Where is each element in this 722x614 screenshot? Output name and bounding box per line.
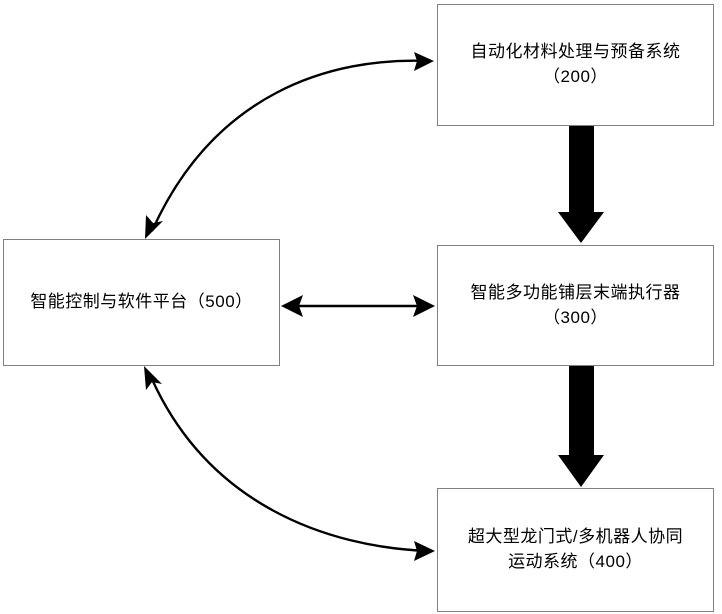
arrowhead-right-into-300 bbox=[413, 295, 435, 317]
node-label-200: 自动化材料处理与预备系统 （200） bbox=[470, 42, 681, 86]
edge-500-to-400 bbox=[144, 366, 435, 561]
arrowhead-left-into-500 bbox=[281, 295, 303, 317]
node-label-300: 智能多功能铺层末端执行器 （300） bbox=[470, 282, 681, 327]
node-label-400: 超大型龙门式/多机器人协同 运动系统（400） bbox=[467, 527, 684, 571]
arrowhead-right-into-200 bbox=[414, 52, 434, 71]
edge-200-to-300 bbox=[558, 126, 604, 243]
edge-500-to-200 bbox=[145, 52, 434, 239]
node-label-500: 智能控制与软件平台（500） bbox=[30, 292, 253, 312]
arrowhead-up-into-500 bbox=[144, 366, 162, 390]
arrowhead-right-into-400 bbox=[414, 541, 435, 561]
arrowhead-down-into-500 bbox=[145, 215, 163, 239]
node-automated-material-handling-preparation-system[interactable]: 自动化材料处理与预备系统 （200） bbox=[437, 4, 714, 126]
thick-arrow-200-to-300 bbox=[558, 126, 604, 243]
node-intelligent-multifunction-layup-end-effector[interactable]: 智能多功能铺层末端执行器 （300） bbox=[437, 245, 714, 366]
node-intelligent-control-software-platform[interactable]: 智能控制与软件平台（500） bbox=[3, 239, 280, 366]
thick-arrow-300-to-400 bbox=[558, 366, 604, 487]
edge-300-to-400 bbox=[558, 366, 604, 487]
node-gantry-multi-robot-coordinated-motion-system[interactable]: 超大型龙门式/多机器人协同 运动系统（400） bbox=[437, 488, 714, 612]
edge-500-to-300 bbox=[281, 295, 435, 317]
